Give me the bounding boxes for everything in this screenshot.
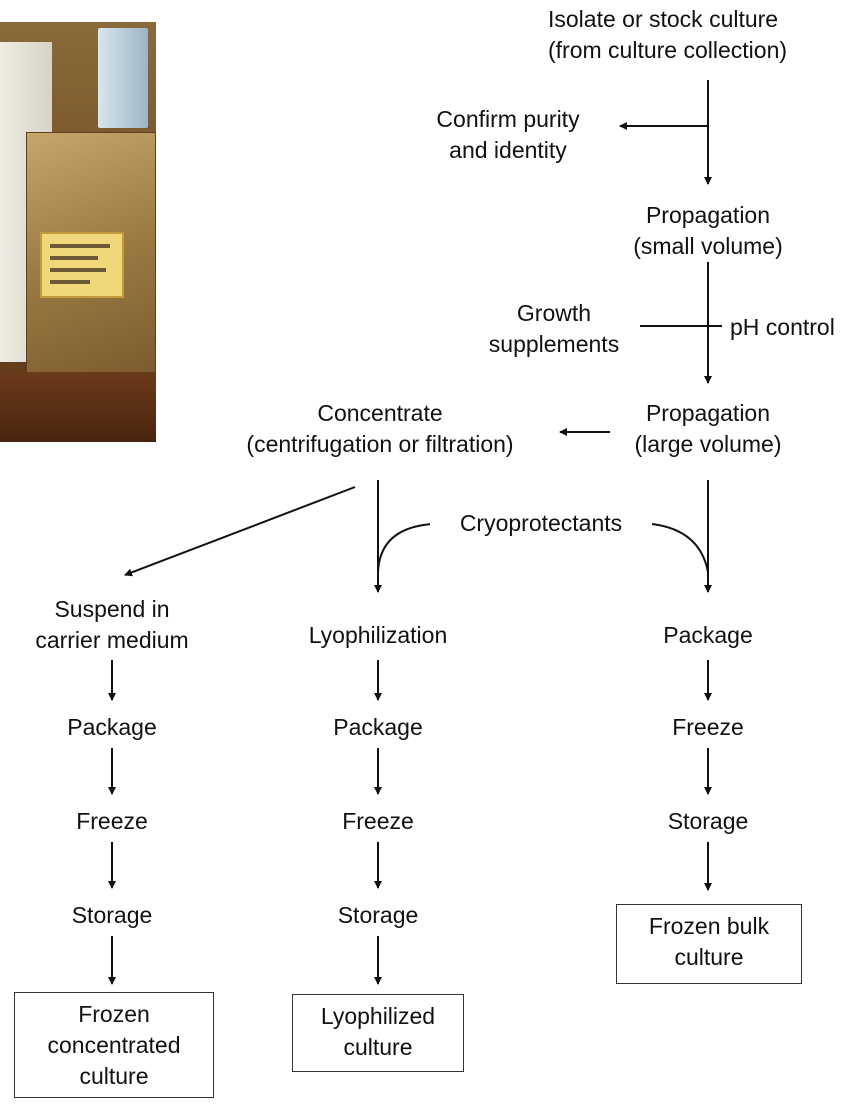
node-ph-control: pH control <box>730 314 835 340</box>
node-mid-storage: Storage <box>337 902 419 928</box>
node-left-freeze: Freeze <box>76 808 148 834</box>
culture-packages-photo <box>0 22 156 442</box>
cryo-curve-right <box>651 523 709 573</box>
node-left-package: Package <box>67 714 157 740</box>
node-propagation-small: Propagation (small volume) <box>633 202 783 259</box>
node-suspend-carrier: Suspend in carrier medium <box>35 596 189 653</box>
node-left-storage: Storage <box>71 902 153 928</box>
node-lyophilization: Lyophilization <box>308 622 448 648</box>
node-growth-supplements: Growth supplements <box>488 300 620 357</box>
node-frozen-bulk-culture: Frozen bulk culture <box>616 904 802 984</box>
node-lyophilized-culture: Lyophilized culture <box>292 994 464 1072</box>
node-concentrate: Concentrate (centrifugation or filtratio… <box>246 400 514 457</box>
node-isolate-stock-culture: Isolate or stock culture (from culture c… <box>548 6 788 63</box>
wooden-table <box>0 372 156 442</box>
pouch-label <box>40 232 124 298</box>
node-propagation-large: Propagation (large volume) <box>634 400 782 457</box>
node-right-freeze: Freeze <box>672 714 744 740</box>
node-mid-package: Package <box>333 714 423 740</box>
cryo-curve-left <box>377 523 433 573</box>
arrow-to-suspend <box>124 486 356 577</box>
node-frozen-concentrated-culture: Frozen concentrated culture <box>14 992 214 1098</box>
node-confirm-purity: Confirm purity and identity <box>436 106 580 163</box>
blue-container <box>98 28 148 128</box>
node-mid-freeze: Freeze <box>342 808 414 834</box>
node-right-package: Package <box>663 622 753 648</box>
node-cryoprotectants: Cryoprotectants <box>430 508 652 539</box>
node-right-storage: Storage <box>667 808 749 834</box>
